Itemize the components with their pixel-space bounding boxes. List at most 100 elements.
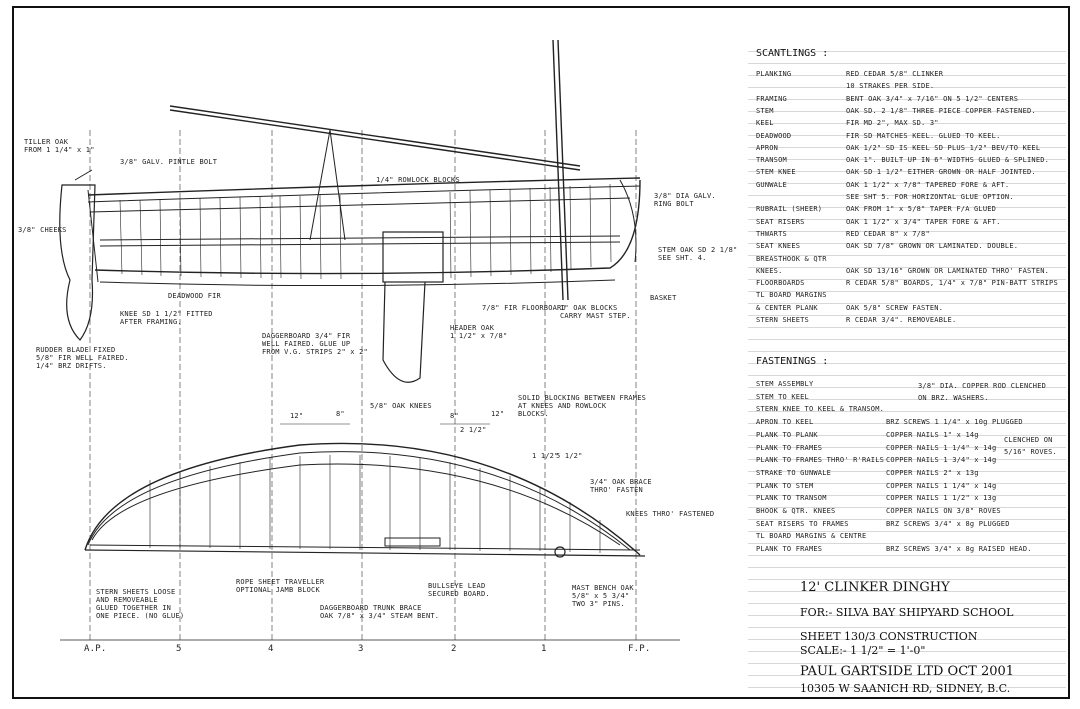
notes-panel xyxy=(748,40,1066,695)
title-sheet: SHEET 130/3 CONSTRUCTION xyxy=(800,630,978,643)
spec-value: COPPER NAILS 1 3/4" x 14g xyxy=(886,456,997,465)
label-trunk-brace-2: OAK 7/8" x 3/4" STEAM BENT. xyxy=(320,612,440,620)
spec-value: FIR SD MATCHES KEEL. GLUED TO KEEL. xyxy=(846,131,1001,140)
spec-item: KEEL xyxy=(756,119,774,128)
label-cheeks: 3/8" CHEEKS xyxy=(18,226,67,234)
station-1: 1 xyxy=(541,644,547,654)
label-mast-bench-2: 5/8" x 5 3/4" xyxy=(572,592,630,600)
spec-value: 10 STRAKES PER SIDE. xyxy=(846,82,935,91)
dimension-label: 1 1/2" xyxy=(532,452,559,460)
spec-value: R CEDAR 3/4". REMOVEABLE. xyxy=(846,316,957,324)
label-rope-sheet-2: OPTIONAL JAMB BLOCK xyxy=(236,586,320,594)
spec-item: STERN KNEE TO KEEL & TRANSOM. xyxy=(756,405,885,414)
label-tiller: TILLER OAK xyxy=(24,138,69,146)
label-ringbolt-2: RING BOLT xyxy=(654,200,694,208)
label-stern-sheets-4: ONE PIECE. (NO GLUE) xyxy=(96,612,185,620)
spec-item: PLANK TO STEM xyxy=(756,481,814,490)
sheet-border xyxy=(12,6,1070,699)
spec-value: BRZ SCREWS 1 1/4" x 10g PLUGGED xyxy=(886,418,1023,427)
profile-view xyxy=(59,39,641,383)
label-stern-sheets: STERN SHEETS LOOSE xyxy=(96,588,176,596)
spec-value: OAK 5/8" SCREW FASTEN. xyxy=(846,303,944,312)
label-oak-brace-2: THRO' FASTEN xyxy=(590,486,643,494)
spec-value: BENT OAK 3/4" x 7/16" ON 5 1/2" CENTERS xyxy=(846,94,1019,103)
spec-value: RED CEDAR 8" x 7/8" xyxy=(846,229,930,238)
dimension-label: 8" xyxy=(450,412,459,420)
fastenings-heading: FASTENINGS : xyxy=(756,356,829,367)
spec-item: BREASTHOOK & QTR xyxy=(756,254,827,263)
label-mast-step: 1" OAK BLOCKS xyxy=(560,304,618,312)
label-knees-thro: KNEES THRO' FASTENED xyxy=(626,510,715,518)
label-solid-blocking: SOLID BLOCKING BETWEEN FRAMES xyxy=(518,394,647,402)
spec-value: BRZ SCREWS 3/4" x 8g RAISED HEAD. xyxy=(886,545,1032,554)
spec-value: COPPER NAILS 1 1/4" x 14g xyxy=(886,443,997,452)
spec-value: FIR MD 2", MAX SD. 3" xyxy=(846,119,939,128)
spec-item: PLANK TO FRAMES xyxy=(756,443,823,452)
spec-item: GUNWALE xyxy=(756,180,787,189)
label-daggerboard: DAGGERBOARD 3/4" FIR xyxy=(262,332,351,340)
label-basket: BASKET xyxy=(650,294,677,302)
spec-value: COPPER NAILS 2" x 13g xyxy=(886,468,979,477)
scantlings-heading: SCANTLINGS : xyxy=(756,48,829,59)
spec-value: OAK SD. 2 1/8" THREE PIECE COPPER FASTEN… xyxy=(846,106,1036,115)
stem-note: 3/8" DIA. COPPER ROD CLENCHED xyxy=(918,382,1047,390)
spec-item: STERN SHEETS xyxy=(756,316,809,324)
spec-item: DEADWOOD xyxy=(756,131,792,140)
clench-note-2: 5/16" ROVES. xyxy=(1004,448,1057,456)
spec-item: SEAT RISERS xyxy=(756,217,805,226)
spec-item: THWARTS xyxy=(756,229,787,238)
label-rope-sheet: ROPE SHEET TRAVELLER xyxy=(236,578,325,586)
title-boat: 12' CLINKER DINGHY xyxy=(800,580,950,595)
label-stem: STEM OAK SD 2 1/8" xyxy=(658,246,738,254)
stem-note-2: ON BRZ. WASHERS. xyxy=(918,394,989,402)
station-5: 5 xyxy=(176,644,182,654)
label-pintle: 3/8" GALV. PINTLE BOLT xyxy=(120,158,218,166)
spec-value: COPPER NAILS 1 1/4" x 14g xyxy=(886,481,997,490)
label-solid-blocking-3: BLOCKS. xyxy=(518,410,549,418)
spec-item: PLANK TO FRAMES THRO' R'RAILS xyxy=(756,456,885,465)
label-mast-bench-3: TWO 3" PINS. xyxy=(572,600,625,608)
label-daggerboard-3: FROM V.G. STRIPS 2" x 2" xyxy=(262,348,368,356)
spec-value: OAK 1 1/2" x 7/8" TAPERED FORE & AFT. xyxy=(846,180,1010,189)
spec-item: BHOOK & QTR. KNEES xyxy=(756,507,836,515)
spec-item: PLANK TO TRANSOM xyxy=(756,494,827,503)
spec-item: & CENTER PLANK xyxy=(756,303,818,312)
spec-item: STRAKE TO GUNWALE xyxy=(756,468,832,477)
spec-item: APRON TO KEEL xyxy=(756,418,814,427)
spec-value: OAK 1". BUILT UP IN 6" WIDTHS GLUED & SP… xyxy=(846,156,1050,165)
spec-item: STEM xyxy=(756,106,774,115)
label-rowlock-blocks: 1/4" ROWLOCK BLOCKS xyxy=(376,176,460,184)
station-4: 4 xyxy=(268,644,274,654)
label-mast-bench: MAST BENCH OAK xyxy=(572,584,634,592)
label-stern-sheets-2: AND REMOVEABLE xyxy=(96,596,158,604)
spec-item: STEM ASSEMBLY xyxy=(756,380,814,388)
dimension-label: 5 1/2" xyxy=(556,452,583,460)
spec-value: COPPER NAILS 1" x 14g xyxy=(886,430,979,439)
title-for: FOR:- SILVA BAY SHIPYARD SCHOOL xyxy=(800,606,1014,619)
station-3: 3 xyxy=(358,644,364,654)
label-trunk-brace: DAGGERBOARD TRUNK BRACE xyxy=(320,604,422,612)
dimension-label: 8" xyxy=(336,410,345,418)
spec-item: PLANK TO PLANK xyxy=(756,430,818,439)
plan-view xyxy=(84,423,646,558)
spec-value: OAK SD 7/8" GROWN OR LAMINATED. DOUBLE. xyxy=(846,242,1019,251)
label-header: HEADER OAK xyxy=(450,324,495,332)
spec-value: COPPER NAILS 1 1/2" x 13g xyxy=(886,494,997,503)
label-stern-sheets-3: GLUED TOGETHER IN xyxy=(96,604,172,612)
spec-value: SEE SHT 5. FOR HORIZONTAL GLUE OPTION. xyxy=(846,193,1014,201)
title-address: 10305 W SAANICH RD, SIDNEY, B.C. xyxy=(800,682,1011,695)
spec-value: RED CEDAR 5/8" CLINKER xyxy=(846,70,944,78)
spec-item: PLANKING xyxy=(756,70,792,78)
label-daggerboard-2: WELL FAIRED. GLUE UP xyxy=(262,340,351,348)
spec-item: APRON xyxy=(756,143,779,152)
label-rudder-2: 5/8" FIR WELL FAIRED. xyxy=(36,354,129,362)
spec-item: SEAT RISERS TO FRAMES xyxy=(756,519,849,528)
label-mast-step-2: CARRY MAST STEP. xyxy=(560,312,631,320)
label-tiller-2: FROM 1 1/4" x 1" xyxy=(24,146,95,154)
dimension-label: 2 1/2" xyxy=(460,426,487,434)
station-2: 2 xyxy=(451,644,457,654)
spec-item: TL BOARD MARGINS xyxy=(756,291,827,300)
spec-item: PLANK TO FRAMES xyxy=(756,545,823,554)
spec-item: TRANSOM xyxy=(756,156,787,165)
